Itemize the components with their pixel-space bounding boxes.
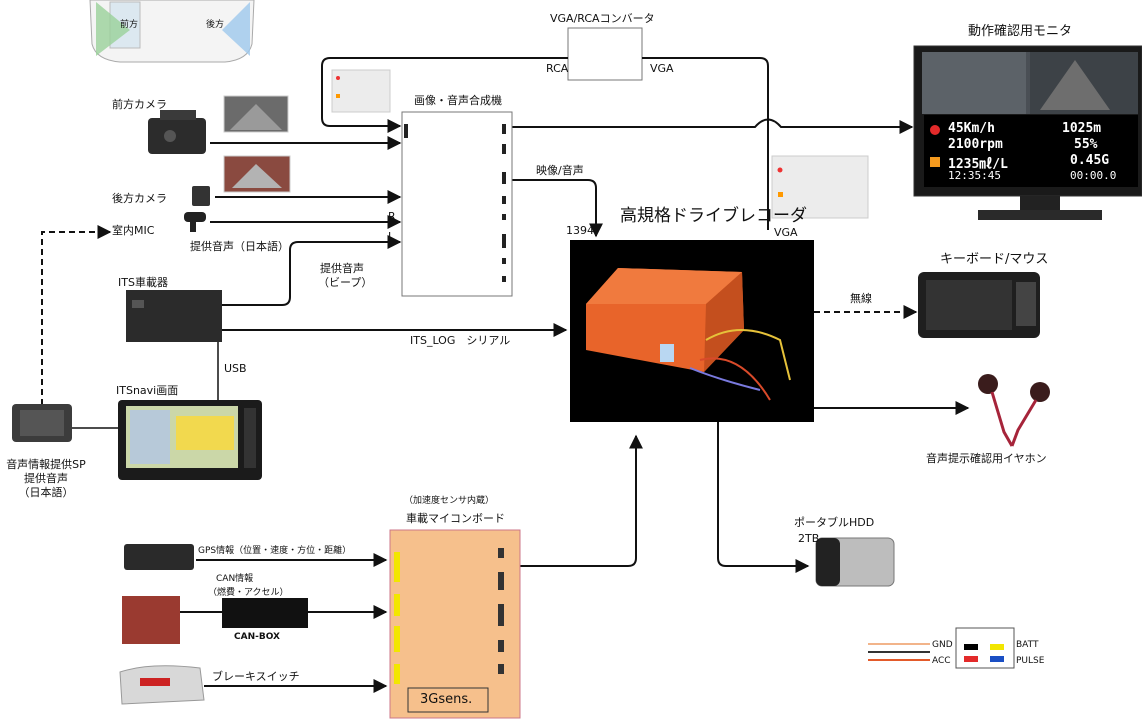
front-camera-illustration xyxy=(148,110,206,154)
legend-acc-label: ACC xyxy=(932,656,951,667)
provided-audio-jp-label: 提供音声（日本語） xyxy=(190,240,289,253)
brake-switch-label: ブレーキスイッチ xyxy=(212,670,300,683)
can-box-label: CAN-BOX xyxy=(234,632,280,643)
itsnavi-screen-label: ITSnavi画面 xyxy=(116,384,178,397)
vga-rca-converter-label: VGA/RCAコンバータ xyxy=(550,12,655,25)
orange-square-icon xyxy=(930,157,940,167)
can-info-label-2: （燃費・アクセル） xyxy=(208,588,289,599)
car-top-view-illustration xyxy=(90,0,254,62)
mixer-r-label: R xyxy=(388,210,396,223)
keyboard-mouse-label: キーボード/マウス xyxy=(940,252,1048,268)
usb-label: USB xyxy=(224,362,247,375)
legend-pulse-label: PULSE xyxy=(1016,656,1044,667)
its-log-label: ITS_LOG シリアル xyxy=(410,334,510,347)
mixer-l-label: L xyxy=(388,230,394,243)
legend-gnd-label: GND xyxy=(932,640,953,651)
can-connector-photo xyxy=(122,596,180,644)
time-value: 12:35:45 xyxy=(948,169,1001,182)
distance-value: 1025m xyxy=(1062,121,1101,136)
microphone-illustration xyxy=(184,212,206,232)
speed-value: 45Km/h xyxy=(948,121,995,136)
earphone-label: 音声提示確認用イヤホン xyxy=(926,452,1047,465)
g-force-value: 0.45G xyxy=(1070,153,1109,168)
its-unit-label: ITS車載器 xyxy=(118,276,168,289)
hdd-size-label: 2TB xyxy=(798,532,819,545)
portable-hdd-label: ポータブルHDD xyxy=(794,516,874,529)
board-name-label: 3Gsens. xyxy=(420,692,472,708)
can-box-illustration xyxy=(222,598,308,628)
rear-camera-illustration xyxy=(192,186,210,206)
cabin-mic-label: 室内MIC xyxy=(112,224,154,237)
front-camera-label: 前方カメラ xyxy=(112,98,167,111)
speaker-illustration xyxy=(12,404,72,442)
speaker-label-2: 提供音声 xyxy=(6,472,86,485)
its-unit-illustration xyxy=(126,290,222,342)
recorder-title: 高規格ドライブレコーダ xyxy=(620,206,807,226)
rca-label: RCA xyxy=(546,62,568,75)
drive-recorder-photo xyxy=(570,240,814,422)
vga-top-label: VGA xyxy=(650,62,674,75)
can-info-label-1: CAN情報 xyxy=(216,574,253,585)
elapsed-value: 00:00.0 xyxy=(1070,169,1116,182)
gps-info-label: GPS情報（位置・速度・方位・距離） xyxy=(198,546,351,557)
vga-rca-converter-box xyxy=(568,28,642,80)
speaker-label-3: （日本語） xyxy=(6,486,86,499)
earphone-illustration xyxy=(978,374,1050,446)
video-audio-label: 映像/音声 xyxy=(536,164,584,177)
red-dot-icon xyxy=(930,125,940,135)
vga-right-label: VGA xyxy=(774,226,798,239)
keyboard-illustration xyxy=(918,272,1040,338)
car-front-label: 前方 xyxy=(120,20,138,31)
monitor-readout: 45Km/h 1025m 2100rpm 55% 1235㎖/L 0.45G 1… xyxy=(924,115,1138,187)
accel-sensor-label: （加速度センサ内蔵） xyxy=(404,496,494,507)
wireless-label: 無線 xyxy=(850,292,872,305)
car-rear-label: 後方 xyxy=(206,20,224,31)
port-1394-label: 1394 xyxy=(566,224,594,237)
rear-camera-label: 後方カメラ xyxy=(112,192,167,205)
accel-pct-value: 55% xyxy=(1074,137,1097,152)
provided-audio-beep-label-2: （ビープ） xyxy=(318,276,372,289)
legend-batt-label: BATT xyxy=(1016,640,1038,651)
sample-overlay-thumbnail xyxy=(332,70,390,112)
speaker-label-1: 音声情報提供SP xyxy=(6,458,86,471)
provided-audio-beep-label-1: 提供音声 xyxy=(320,262,364,275)
image-audio-mixer-label: 画像・音声合成機 xyxy=(414,94,502,107)
gps-unit-illustration xyxy=(124,544,194,570)
rpm-value: 2100rpm xyxy=(948,137,1003,152)
image-audio-mixer-box xyxy=(402,112,512,296)
monitor-label: 動作確認用モニタ xyxy=(968,24,1072,40)
micro-board-label: 車載マイコンボード xyxy=(406,512,505,525)
itsnavi-screen-illustration xyxy=(118,400,262,480)
